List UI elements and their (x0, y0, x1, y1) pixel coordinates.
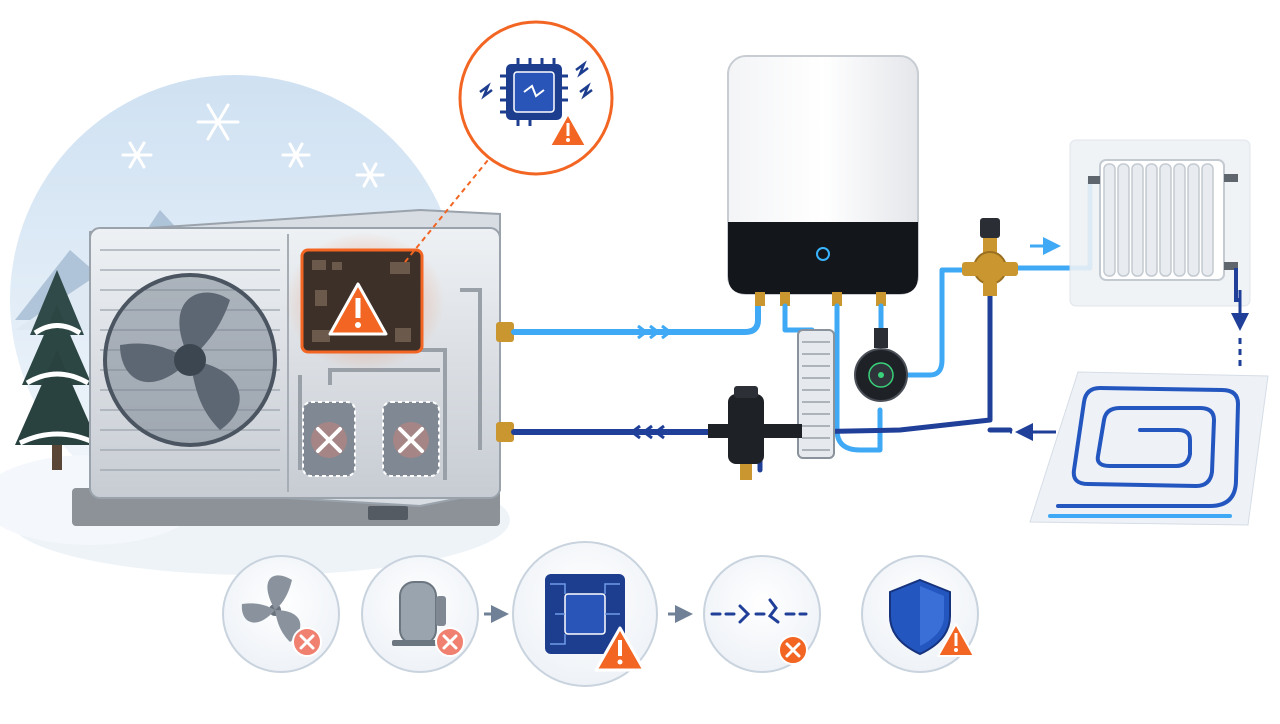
error-x-icon (779, 636, 807, 664)
zoom-callout (460, 22, 612, 174)
heat-exchanger-icon (798, 330, 834, 458)
control-board (285, 232, 445, 372)
outdoor-unit (90, 210, 514, 506)
filter-icon (708, 386, 802, 480)
indoor-boiler (728, 56, 918, 306)
compressor-left (303, 402, 355, 476)
sequence-step-compressor-fail (362, 556, 478, 672)
error-x-icon (293, 628, 321, 656)
supply-line (514, 300, 758, 338)
radiator (1070, 140, 1250, 306)
sequence-step-signal-loss (704, 556, 820, 672)
sequence-step-protection (862, 556, 978, 672)
compressor-right (383, 402, 439, 476)
valve-icon (962, 218, 1018, 296)
error-x-icon (436, 628, 464, 656)
underfloor-heating (1030, 372, 1268, 525)
radiator-icon (1088, 160, 1238, 280)
sequence-step-fan-fail (223, 556, 339, 672)
sequence-step-board-fault (513, 542, 657, 686)
unit-foot (368, 506, 408, 520)
pump-icon (855, 328, 907, 401)
fan-icon (105, 275, 275, 445)
